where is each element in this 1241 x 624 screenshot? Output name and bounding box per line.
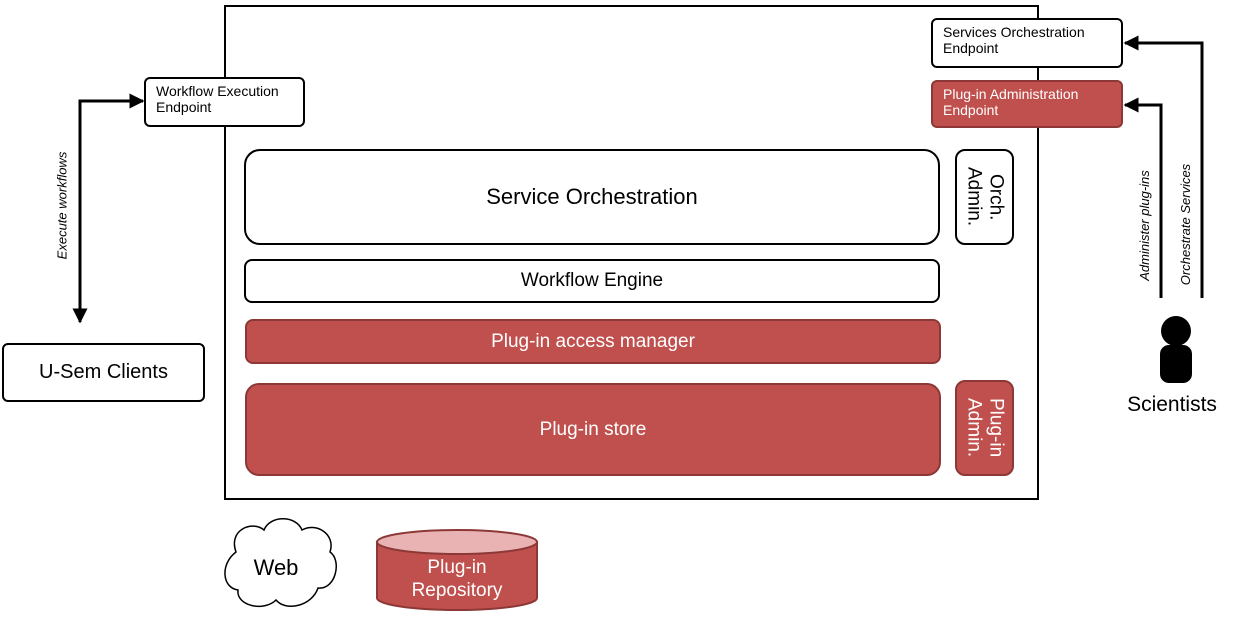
orch-admin-line2: Admin.: [963, 167, 985, 227]
administer-plugins-label-container: Administer plug-ins: [1132, 160, 1156, 290]
workflow-execution-endpoint-line1: Workflow Execution: [156, 83, 279, 99]
orchestrate-services-label-container: Orchestrate Services: [1174, 156, 1198, 292]
execute-workflows-label-container: Execute workflows: [50, 140, 74, 270]
orchestrate-services-arrow: [1123, 35, 1204, 298]
services-orchestration-endpoint-line1: Services Orchestration: [943, 24, 1085, 40]
repository-label-line2: Repository: [411, 580, 503, 601]
web-label: Web: [253, 555, 299, 580]
workflow-execution-endpoint: Workflow Execution Endpoint: [144, 77, 305, 127]
services-orchestration-endpoint: Services Orchestration Endpoint: [931, 18, 1123, 68]
plugin-admin-box: Plug-in Admin.: [955, 380, 1014, 476]
administer-plugins-arrow: [1123, 97, 1163, 298]
plugin-administration-endpoint: Plug-in Administration Endpoint: [931, 80, 1123, 128]
plugin-admin-line2: Admin.: [963, 398, 985, 458]
administer-plugins-label: Administer plug-ins: [1136, 169, 1152, 281]
service-orchestration-label: Service Orchestration: [486, 184, 698, 209]
orch-admin-line1: Orch.: [985, 173, 1007, 221]
orchestrate-services-label: Orchestrate Services: [1178, 163, 1194, 285]
plugin-store-label: Plug-in store: [539, 418, 647, 440]
plugin-store-layer: Plug-in store: [245, 383, 941, 476]
repository-label: Plug-in Repository: [377, 554, 537, 604]
orch-admin-box: Orch. Admin.: [955, 149, 1014, 245]
plugin-admin-line1: Plug-in: [985, 398, 1007, 458]
usem-clients-label: U-Sem Clients: [39, 361, 168, 383]
execute-workflows-arrow: [72, 93, 145, 324]
workflow-engine-layer: Workflow Engine: [244, 259, 940, 303]
plugin-access-manager-label: Plug-in access manager: [491, 330, 695, 352]
services-orchestration-endpoint-line2: Endpoint: [943, 40, 999, 56]
plugin-administration-endpoint-line2: Endpoint: [943, 102, 999, 118]
workflow-execution-endpoint-line2: Endpoint: [156, 99, 212, 115]
plugin-access-manager-layer: Plug-in access manager: [245, 319, 941, 364]
usem-clients-box: U-Sem Clients: [2, 343, 205, 402]
cloud-icon: [224, 518, 337, 608]
repository-label-line1: Plug-in: [427, 557, 487, 578]
scientists-label: Scientists: [1127, 393, 1217, 416]
workflow-engine-label: Workflow Engine: [520, 270, 664, 291]
plugin-administration-endpoint-line1: Plug-in Administration: [943, 86, 1079, 102]
repository-cylinder-icon: [376, 529, 538, 611]
person-icon: [1160, 316, 1192, 383]
service-orchestration-layer: Service Orchestration: [244, 149, 940, 245]
execute-workflows-label: Execute workflows: [54, 151, 70, 259]
